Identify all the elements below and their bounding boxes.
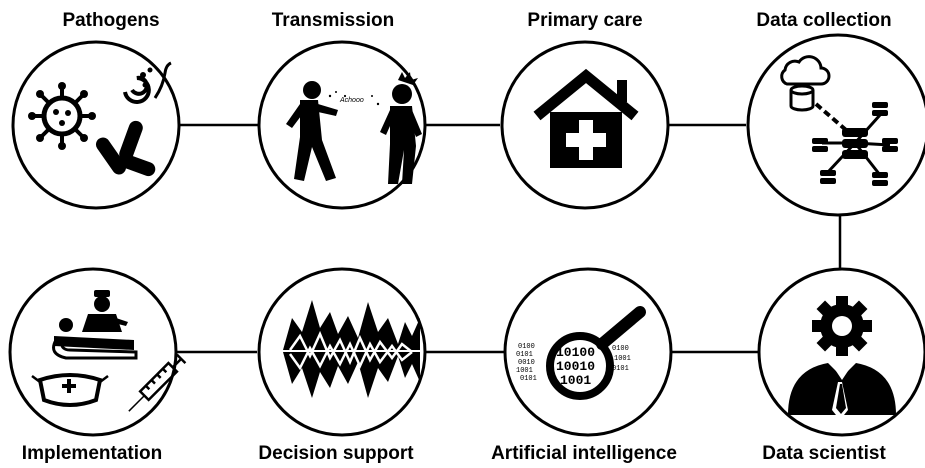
label-pathogens: Pathogens [62, 10, 160, 31]
magnifier-line-3: 1001 [560, 373, 591, 388]
binary-line-8: 0101 [612, 365, 629, 373]
house-medical-cross-icon [533, 68, 639, 168]
magnifier-line-1: 10100 [556, 345, 595, 360]
sneezing-people-icon: Achooo [286, 72, 422, 184]
label-primary-care: Primary care [527, 10, 643, 31]
sneeze-text: Achooo [339, 97, 364, 104]
label-data-collection: Data collection [756, 10, 892, 31]
node-pathogens [11, 40, 181, 210]
label-data-scientist: Data scientist [762, 443, 886, 464]
pathogen-virus-bacteria-icon [28, 61, 172, 177]
binary-magnifier-icon: 0100 0101 0010 1001 0101 0100 1001 0101 … [516, 306, 646, 400]
binary-line-1: 0100 [518, 343, 535, 351]
label-implementation: Implementation [21, 443, 163, 464]
binary-line-5: 0101 [520, 375, 537, 383]
patient-mask-syringe-icon [31, 290, 187, 412]
database-network-icon [780, 55, 898, 186]
gear-head-person-icon [788, 296, 896, 420]
binary-line-7: 1001 [614, 355, 631, 363]
node-data-collection [746, 33, 925, 217]
label-decision-support: Decision support [258, 443, 414, 464]
label-transmission: Transmission [271, 10, 395, 31]
binary-line-2: 0101 [516, 351, 533, 359]
zigzag-signal-icon [283, 300, 420, 398]
connectors [177, 123, 842, 354]
label-artificial-intelligence: Artificial intelligence [491, 443, 677, 464]
magnifier-line-2: 10010 [556, 359, 595, 374]
binary-line-3: 0010 [518, 359, 535, 367]
binary-line-4: 1001 [516, 367, 533, 375]
binary-line-6: 0100 [612, 345, 629, 353]
